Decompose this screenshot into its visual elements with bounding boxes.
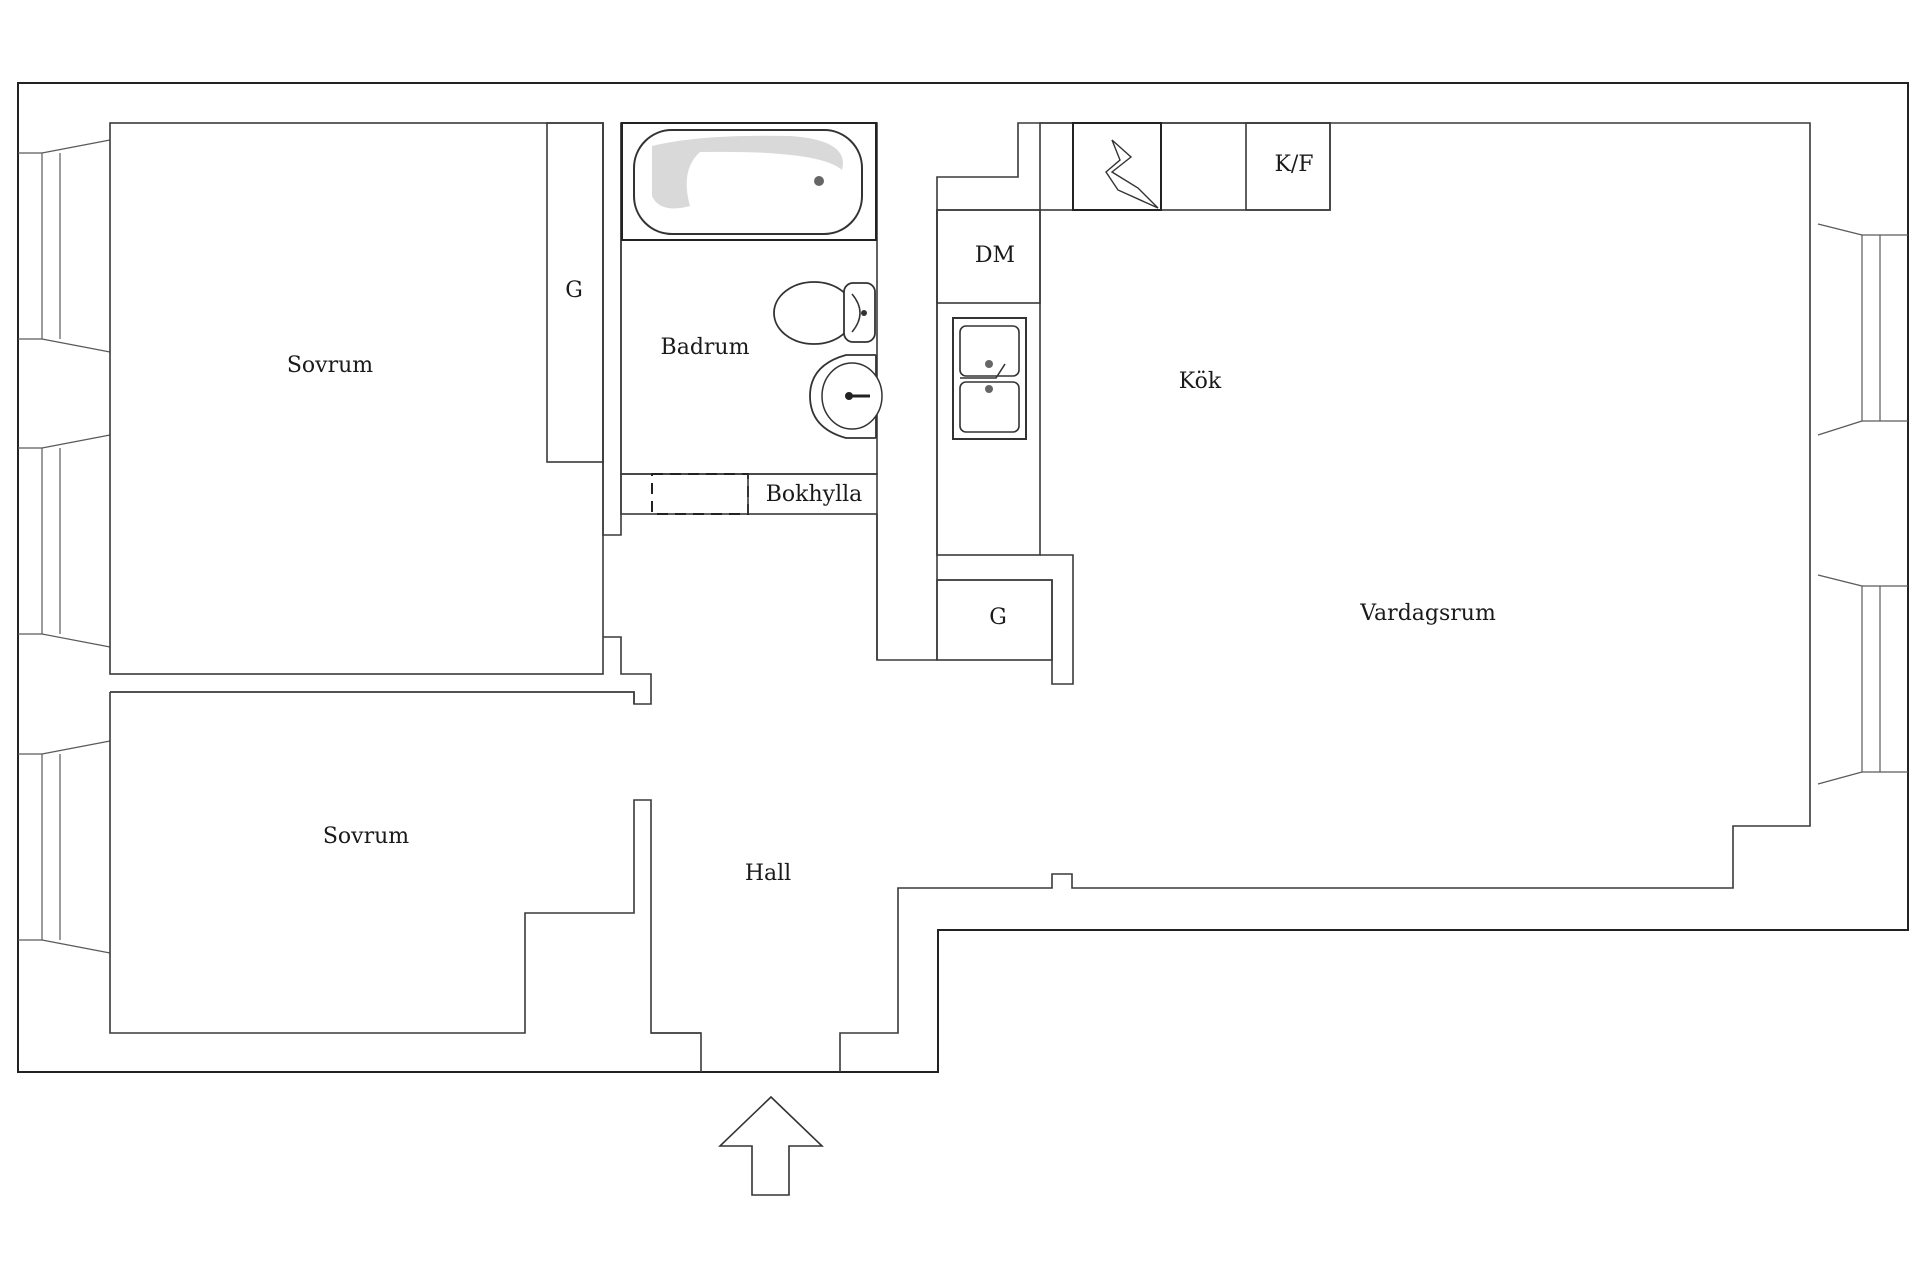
label-vardagsrum: Vardagsrum bbox=[1359, 601, 1496, 626]
outer-wall bbox=[17, 82, 1909, 1073]
window-left-3 bbox=[18, 740, 111, 954]
label-kok: Kök bbox=[1179, 369, 1222, 394]
room-sovrum-top bbox=[109, 122, 604, 675]
door-jamb-lower bbox=[110, 636, 652, 705]
bathtub-icon bbox=[621, 122, 877, 241]
entrance-arrow-icon bbox=[718, 1095, 824, 1196]
label-closet-bedroom: G bbox=[565, 278, 583, 303]
room-sovrum-bottom bbox=[109, 691, 702, 1072]
label-dm: DM bbox=[975, 243, 1015, 268]
window-left-2 bbox=[18, 434, 111, 648]
hatch-dashed bbox=[651, 473, 749, 515]
kitchen-wall bbox=[839, 122, 1811, 1072]
door-jamb bbox=[602, 123, 622, 536]
kf-cabinet bbox=[1245, 122, 1331, 211]
label-sovrum-bottom: Sovrum bbox=[323, 824, 409, 849]
label-sovrum-top: Sovrum bbox=[287, 353, 373, 378]
label-kf: K/F bbox=[1274, 152, 1313, 177]
double-sink-icon bbox=[952, 317, 1027, 440]
window-right-1 bbox=[1817, 223, 1908, 436]
label-hall: Hall bbox=[745, 861, 791, 886]
label-bokhylla: Bokhylla bbox=[766, 482, 863, 507]
stove-icon bbox=[1072, 122, 1162, 211]
window-right-2 bbox=[1817, 574, 1908, 785]
dm-cabinet bbox=[936, 209, 1041, 304]
window-left-1 bbox=[18, 139, 111, 353]
label-closet-kitchen: G bbox=[989, 605, 1007, 630]
toilet-icon bbox=[773, 281, 876, 345]
washbasin-icon bbox=[809, 354, 883, 439]
label-badrum: Badrum bbox=[661, 335, 750, 360]
